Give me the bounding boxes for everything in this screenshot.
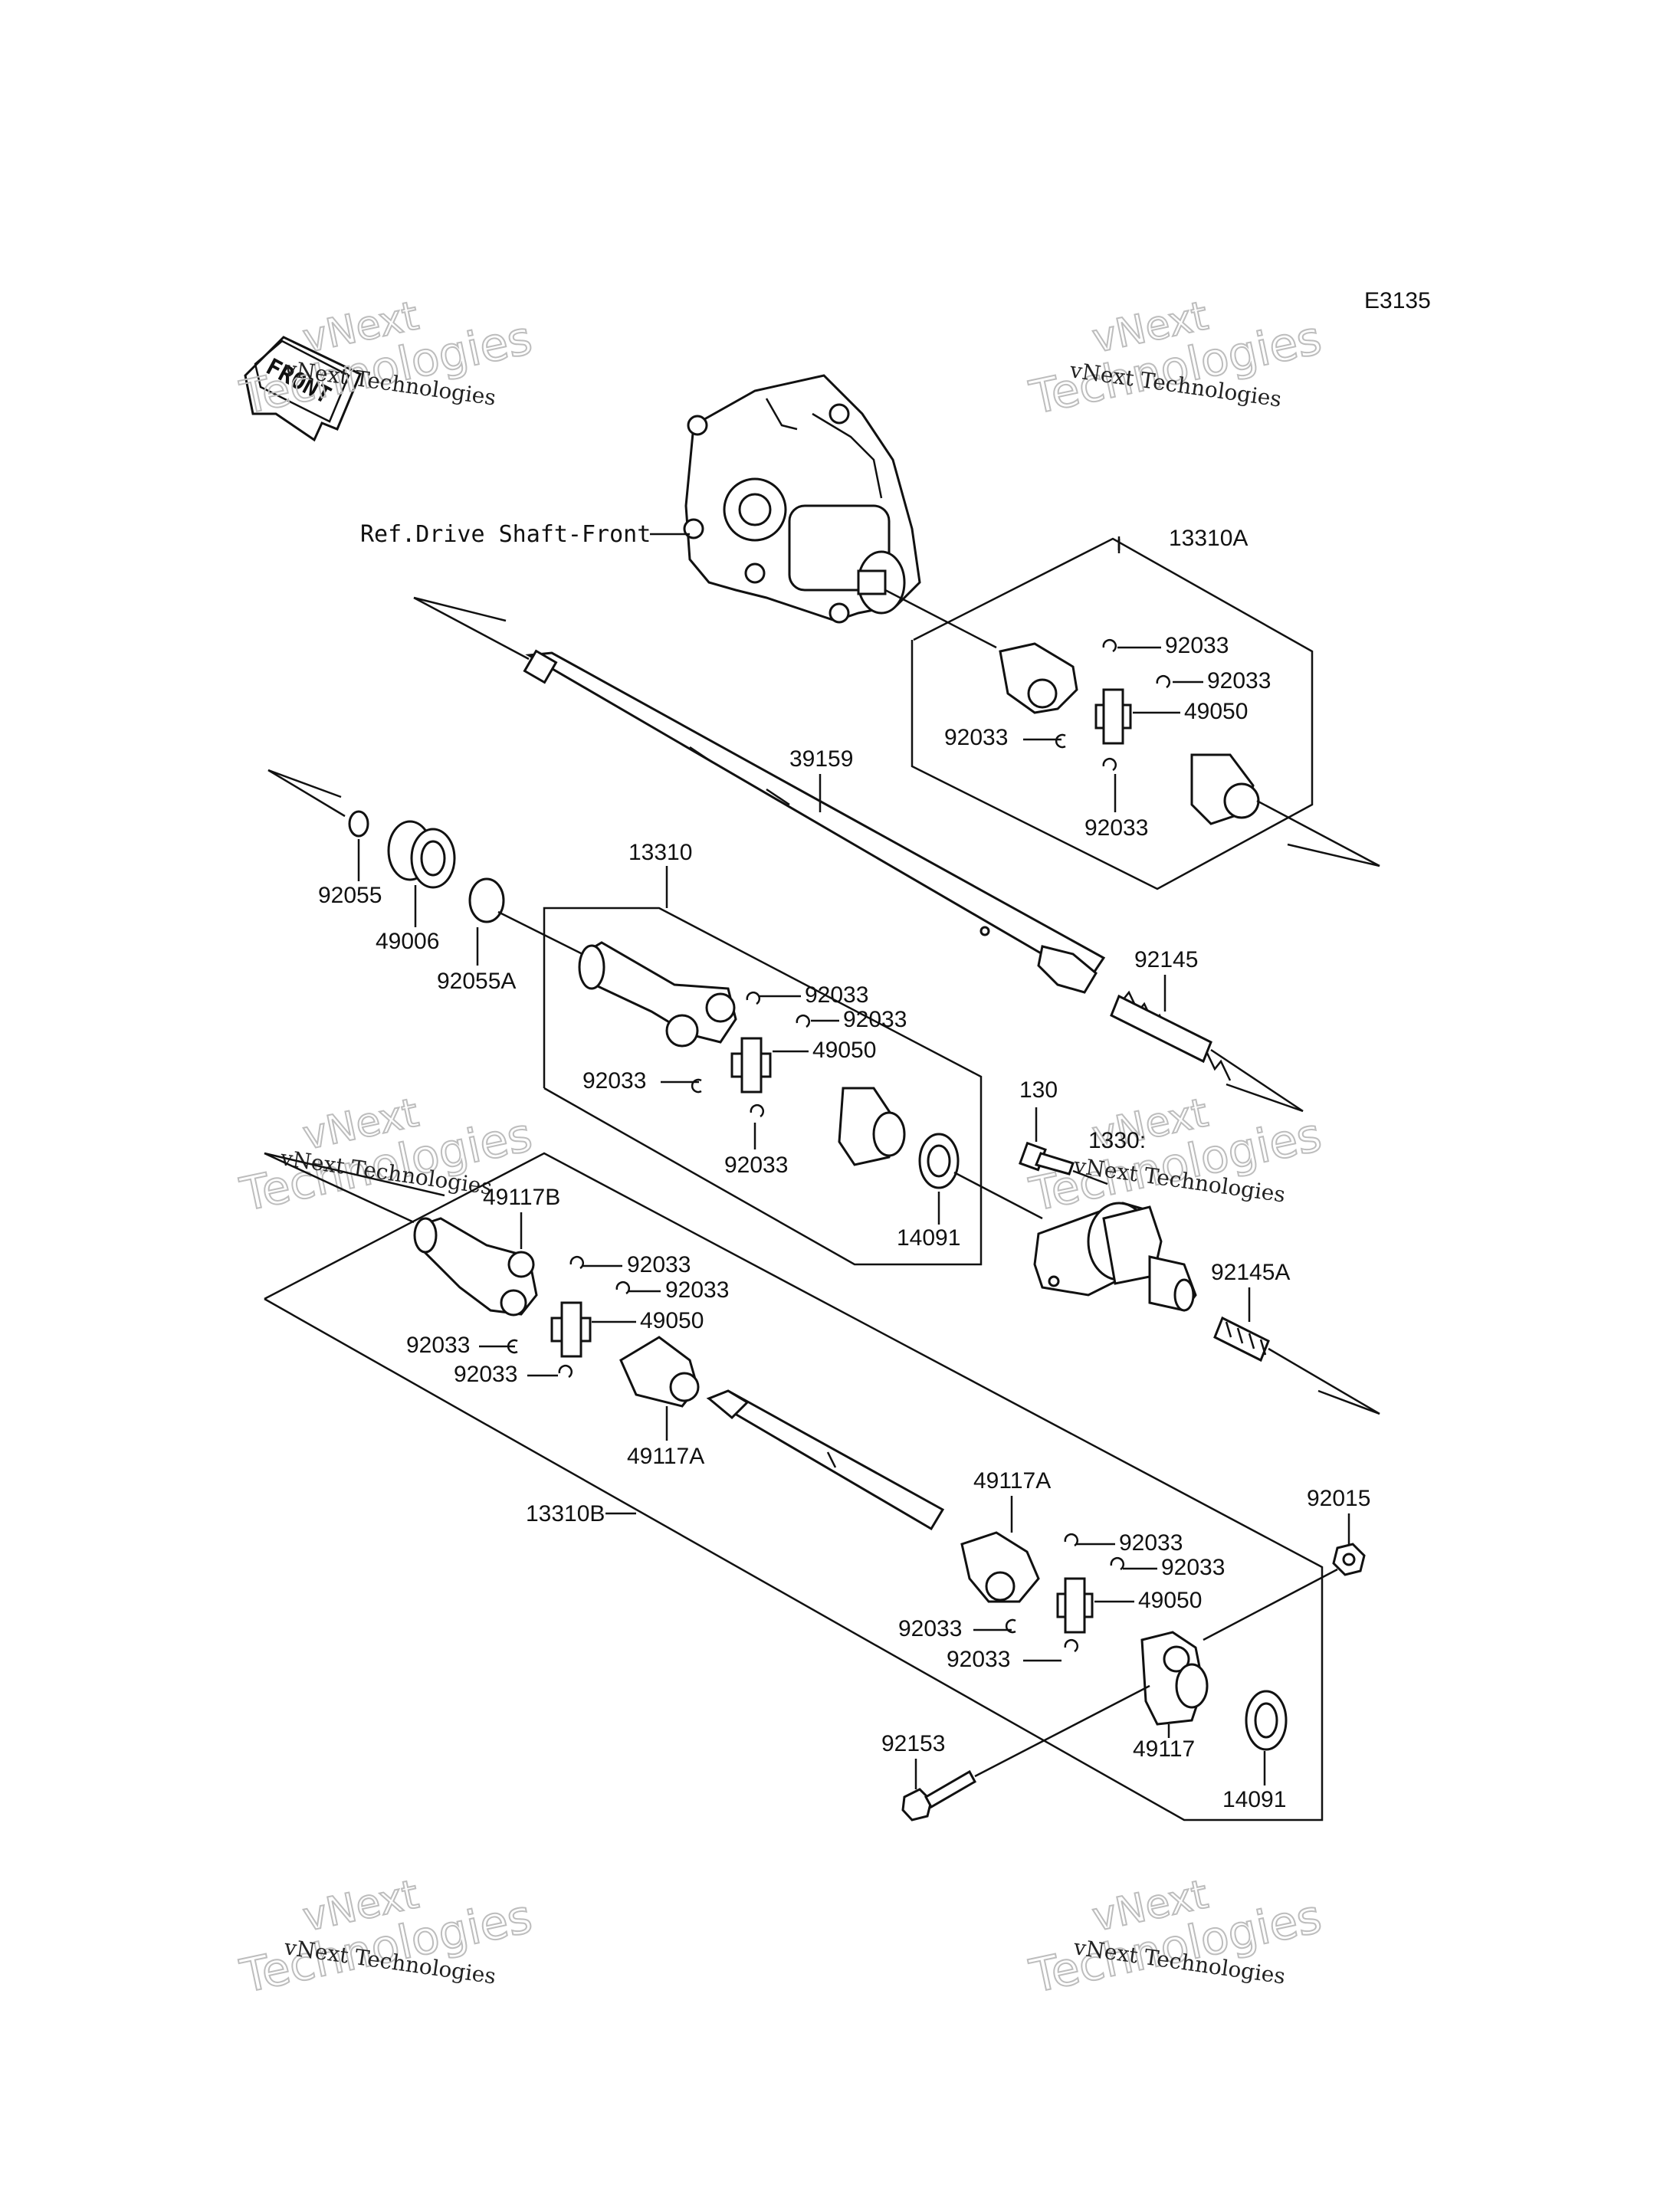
label-92033-a4: 92033	[1084, 815, 1148, 841]
bolt-92153	[901, 1769, 977, 1822]
label-92033-c3: 92033	[406, 1333, 470, 1358]
label-49117b: 49117B	[483, 1185, 560, 1210]
label-92145a: 92145A	[1211, 1260, 1290, 1285]
label-130: 130	[1019, 1077, 1058, 1103]
label-92033-b4: 92033	[724, 1153, 788, 1178]
diagram-code: E3135	[1364, 288, 1431, 313]
label-92033-d1: 92033	[1119, 1530, 1183, 1556]
group-13310a	[884, 537, 1380, 890]
ref-drive-shaft-front-label: Ref.Drive Shaft-Front	[360, 521, 651, 548]
group-13310b	[264, 1152, 1324, 1822]
label-92015: 92015	[1307, 1486, 1370, 1511]
oring-92055a	[468, 877, 505, 923]
watermark-bottom-left: vNext Technologies vNext Technologies	[235, 1871, 538, 2004]
label-49117a-right: 49117A	[973, 1468, 1051, 1494]
watermark-mid-right: vNext Technologies vNext Technologies	[1025, 1089, 1327, 1222]
label-13310b: 13310B	[526, 1501, 605, 1526]
watermark-bottom-right: vNext Technologies vNext Technologies	[1025, 1871, 1327, 2004]
label-92055: 92055	[318, 883, 382, 908]
label-49117a-left: 49117A	[627, 1444, 704, 1469]
label-92033-c2: 92033	[665, 1277, 729, 1303]
label-13310a: 13310A	[1169, 526, 1248, 551]
label-92033-c1: 92033	[627, 1252, 691, 1277]
label-92033-b2: 92033	[843, 1007, 907, 1032]
label-92033-c4: 92033	[454, 1362, 517, 1387]
shaft-39159	[413, 596, 1106, 994]
front-arrow-icon: FRONT	[244, 336, 362, 442]
bolt-130	[1019, 1141, 1075, 1176]
front-gear-case	[683, 374, 921, 624]
label-92033-b3: 92033	[582, 1068, 646, 1094]
label-92033-d3: 92033	[898, 1616, 962, 1641]
label-49050-b: 49050	[812, 1038, 876, 1063]
group-13310	[543, 866, 983, 1266]
label-1330x: 1330:	[1088, 1128, 1146, 1153]
bushing-49006	[387, 820, 456, 889]
label-49050-c: 49050	[640, 1308, 704, 1333]
coupling-housing	[1033, 1202, 1197, 1312]
spring-92145a	[1213, 1316, 1380, 1415]
watermark-top-right: vNext Technologies vNext Technologies	[1025, 292, 1327, 425]
label-39159: 39159	[789, 746, 853, 772]
spring-92145	[1110, 990, 1304, 1113]
label-92145: 92145	[1134, 947, 1198, 972]
label-92033-a3: 92033	[944, 725, 1008, 750]
label-49050-a: 49050	[1184, 699, 1248, 724]
label-14091-lower: 14091	[1222, 1787, 1286, 1812]
oring-92055	[348, 810, 369, 838]
label-92033-a2: 92033	[1207, 668, 1271, 694]
label-92153: 92153	[881, 1731, 945, 1756]
label-92033-a1: 92033	[1165, 633, 1229, 658]
label-92033-d4: 92033	[947, 1647, 1010, 1672]
label-14091-upper: 14091	[897, 1225, 960, 1251]
label-13310: 13310	[628, 840, 692, 865]
label-92033-b1: 92033	[805, 982, 868, 1008]
label-92033-d2: 92033	[1161, 1555, 1225, 1580]
label-49117: 49117	[1133, 1736, 1195, 1762]
label-49006: 49006	[376, 929, 439, 954]
label-92055a: 92055A	[437, 969, 516, 994]
label-49050-d: 49050	[1138, 1588, 1202, 1613]
